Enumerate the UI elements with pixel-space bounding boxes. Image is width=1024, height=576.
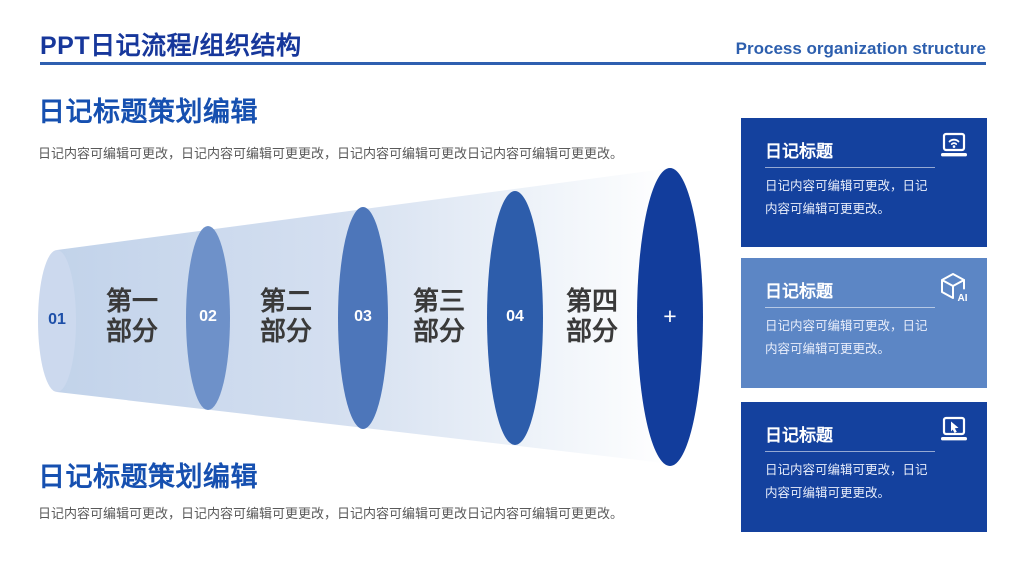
stage-label-1: 第一部分 [105,286,158,346]
card-title: 日记标题 [765,142,833,161]
card-body: 日记内容可编辑可更改，日记内容可编辑可更更改。 [765,179,928,216]
card-divider [765,307,935,308]
stage-label-3: 第三部分 [412,286,465,346]
card-body: 日记内容可编辑可更改，日记内容可编辑可更更改。 [765,319,928,356]
stage-label-4: 第四部分 [565,286,618,346]
info-card-3: 日记标题 日记内容可编辑可更改，日记内容可编辑可更更改。 [741,402,987,532]
card-title: 日记标题 [765,282,833,301]
section-body-top: 日记内容可编辑可更改，日记内容可编辑可更更改，日记内容可编辑可更改日记内容可编辑… [38,146,624,161]
card-title: 日记标题 [765,426,833,445]
end-plus-label: + [663,303,677,329]
stage-label-2: 第二部分 [259,286,312,346]
section-body-bottom: 日记内容可编辑可更改，日记内容可编辑可更更改，日记内容可编辑可更改日记内容可编辑… [38,506,624,521]
stage-ellipse-03 [338,207,388,429]
page-title: PPT日记流程/组织结构 [40,32,302,60]
laptop-wifi-icon [937,131,971,166]
stage-number-02: 02 [199,308,217,325]
section-title-bottom: 日记标题策划编辑 [38,462,258,492]
stage-number-04: 04 [506,308,524,325]
stage-ellipse-01 [38,250,76,392]
section-title-top: 日记标题策划编辑 [38,97,258,127]
card-divider [765,167,935,168]
laptop-cursor-icon [937,415,971,450]
stage-ellipse-04 [487,191,543,445]
info-card-1: 日记标题 日记内容可编辑可更改，日记内容可编辑可更更改。 [741,118,987,247]
end-ellipse [637,168,703,466]
stage-ellipse-02 [186,226,230,410]
header-divider [40,62,986,65]
process-cone-diagram [38,168,703,466]
ai-cube-icon: AI [935,271,971,310]
stage-number-01: 01 [48,311,66,328]
info-card-2: AI 日记标题 日记内容可编辑可更改，日记内容可编辑可更更改。 [741,258,987,388]
card-body: 日记内容可编辑可更改，日记内容可编辑可更更改。 [765,463,928,500]
svg-text:AI: AI [958,293,968,304]
page-subtitle: Process organization structure [735,39,986,58]
card-divider [765,451,935,452]
stage-number-03: 03 [354,308,372,325]
